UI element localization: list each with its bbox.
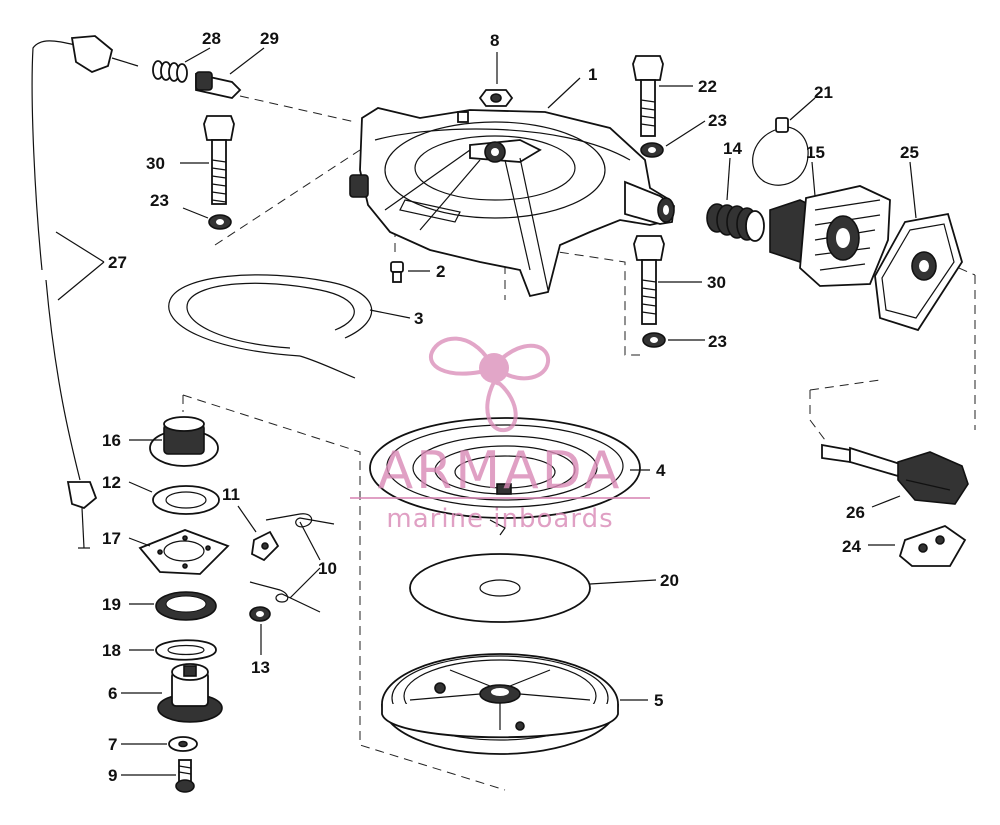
part-11-pawl (251, 530, 280, 562)
part-12-washer (152, 485, 220, 515)
watermark-brand: ARMADA (378, 441, 623, 501)
part-22-bolt (632, 55, 664, 137)
part-10-springs (249, 513, 335, 613)
callout-23-left: 23 (150, 191, 169, 210)
part-16-hub (149, 416, 219, 467)
part-30-bolt-left (203, 115, 235, 205)
part-23-washer-left (208, 214, 232, 230)
part-24-insert (898, 524, 967, 567)
watermark: ARMADA marine inboards (350, 336, 650, 534)
part-21-clamp (752, 117, 809, 186)
part-18-spring-washer (155, 639, 217, 661)
callout-10: 10 (318, 559, 337, 578)
callout-14: 14 (723, 139, 742, 158)
callout-30-right: 30 (707, 273, 726, 292)
part-5-pulley (381, 653, 619, 755)
part-8-nut (478, 89, 514, 107)
callout-30-left: 30 (146, 154, 165, 173)
callout-23-lower: 23 (708, 332, 727, 351)
callout-8: 8 (490, 31, 499, 50)
callout-leader-lines (55, 47, 917, 776)
part-23-washer-upper (640, 142, 664, 158)
part-29-plunger (195, 71, 242, 99)
callout-13: 13 (251, 658, 270, 677)
part-27-cable (31, 35, 139, 549)
part-20-disc (409, 553, 591, 623)
callout-28: 28 (202, 29, 221, 48)
part-1-housing (349, 107, 675, 298)
callout-27: 27 (108, 253, 127, 272)
callout-21: 21 (814, 83, 833, 102)
callout-11: 11 (222, 485, 240, 504)
callout-18: 18 (102, 641, 121, 660)
callout-2: 2 (436, 262, 445, 281)
propeller-logo-icon (428, 336, 551, 433)
callout-20: 20 (660, 571, 679, 590)
part-25-plate (874, 212, 963, 332)
part-19-ring (155, 591, 217, 621)
part-28-spring (152, 60, 188, 83)
part-14-spring (706, 203, 765, 242)
callout-9: 9 (108, 766, 117, 785)
callout-19: 19 (102, 595, 121, 614)
part-2-screw (390, 261, 404, 283)
callout-7: 7 (108, 735, 117, 754)
callout-22: 22 (698, 77, 717, 96)
part-15-boot (769, 185, 891, 287)
callout-17: 17 (102, 529, 121, 548)
callout-16: 16 (102, 431, 121, 450)
assembly-guide-lines (182, 95, 976, 791)
part-17-gasket (138, 529, 230, 575)
callout-6: 6 (108, 684, 117, 703)
callout-numbers: 1 2 3 4 5 6 7 8 9 10 11 12 13 14 15 16 1… (102, 29, 919, 785)
callout-25: 25 (900, 143, 919, 162)
part-30-bolt-right (633, 235, 665, 325)
part-9-screw (175, 759, 195, 793)
callout-29: 29 (260, 29, 279, 48)
callout-23-upper: 23 (708, 111, 727, 130)
callout-12: 12 (102, 473, 121, 492)
part-4-spring-cup (369, 417, 641, 536)
callout-3: 3 (414, 309, 423, 328)
part-23-washer-lower (642, 332, 666, 348)
part-26-handle (821, 443, 969, 505)
callout-24: 24 (842, 537, 861, 556)
callout-1: 1 (588, 65, 597, 84)
watermark-tagline: marine inboards (386, 504, 613, 534)
part-13-washer (249, 606, 271, 622)
callout-4: 4 (656, 461, 666, 480)
callout-5: 5 (654, 691, 663, 710)
callout-15: 15 (806, 143, 825, 162)
callout-26: 26 (846, 503, 865, 522)
part-7-washer (168, 736, 198, 752)
part-3-rope (168, 274, 373, 379)
part-6-pulley-hub (157, 663, 223, 723)
